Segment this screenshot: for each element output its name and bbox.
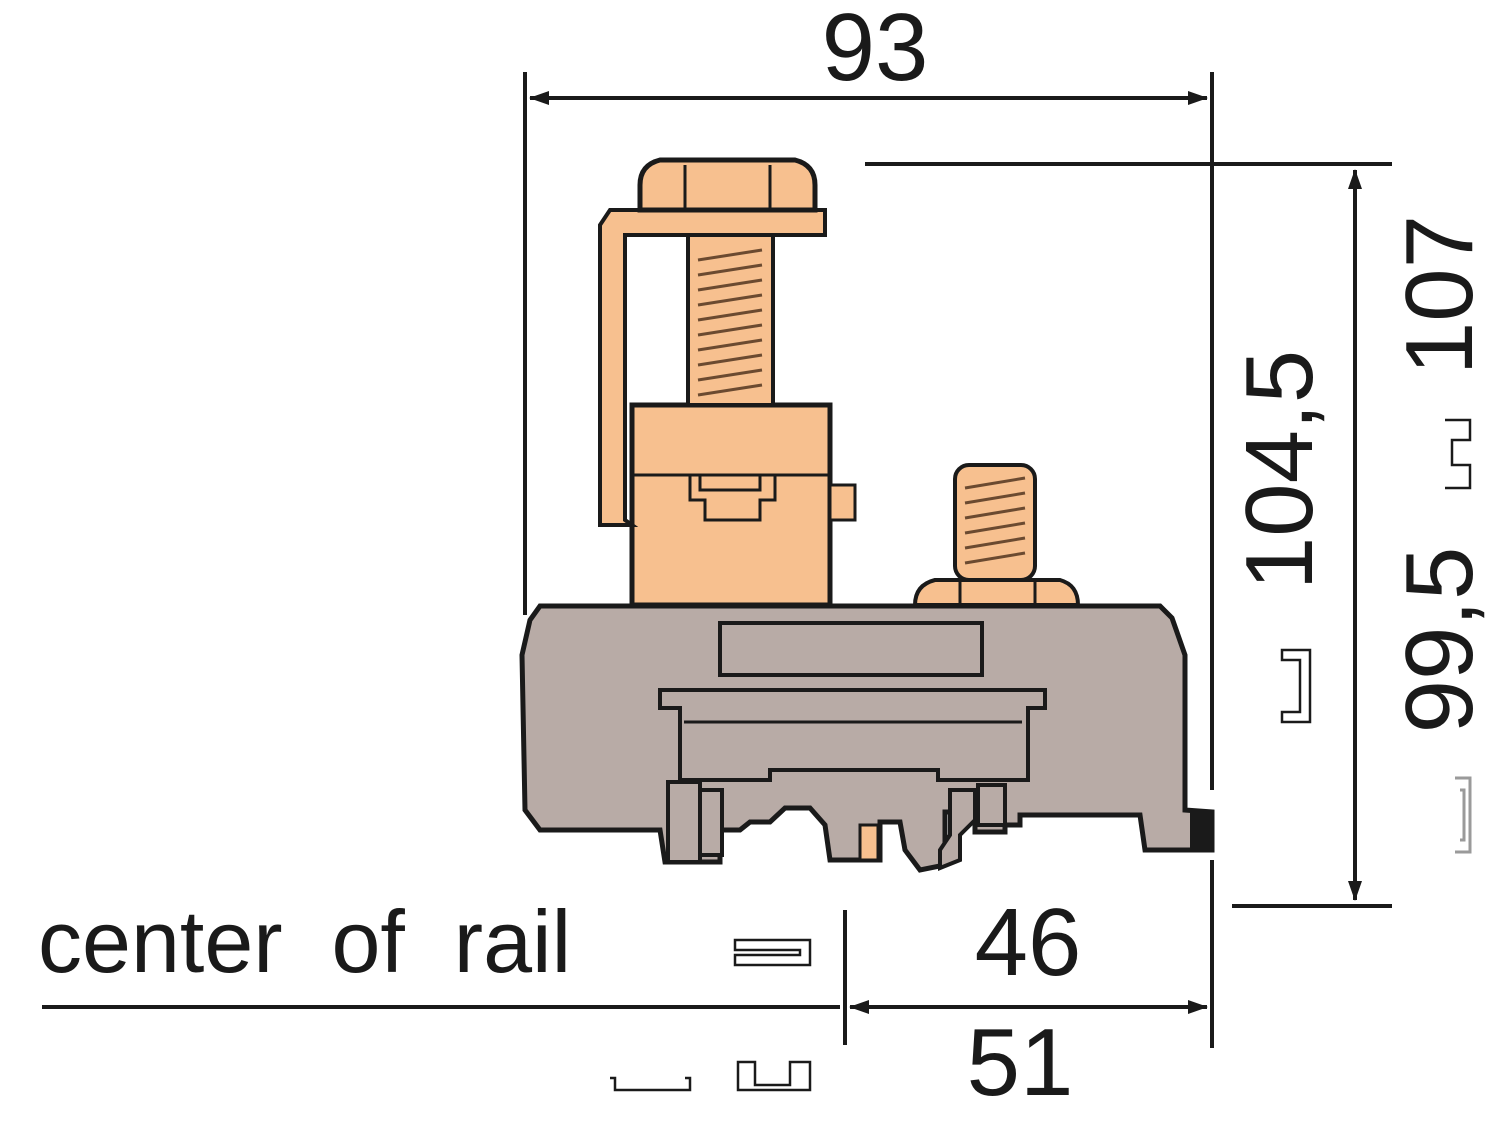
clamp-bracket (598, 208, 827, 527)
center-of-rail: center of rail (38, 892, 812, 1092)
dimension-107: 107 99,5 (865, 162, 1493, 908)
rail-profile-symbol-bottom-right (736, 1060, 812, 1092)
label-slot (718, 621, 984, 677)
dimension-51-label: 51 (967, 1009, 1074, 1116)
rail-profile-symbol-99-5 (1455, 776, 1472, 854)
dimension-99-5-label: 99,5 (1386, 547, 1493, 734)
rail-profile-symbol-bottom-left (610, 1076, 692, 1092)
small-stud-nut (912, 578, 1081, 607)
rail-profile-symbol-104-5 (1280, 648, 1312, 724)
rail-profile-symbol-top (733, 938, 812, 967)
rail-clip (658, 688, 1047, 782)
rail-profile-symbol-107 (1445, 418, 1472, 490)
center-of-rail-label: center of rail (38, 892, 571, 991)
dimension-93: 93 (523, 0, 1214, 790)
main-screw-head (637, 157, 818, 213)
dimension-107-label: 107 (1386, 215, 1493, 375)
dimension-46-51: 46 51 (42, 860, 1214, 1116)
dimension-46-label: 46 (975, 889, 1082, 996)
dimension-104-5-label: 104,5 (1226, 350, 1333, 590)
dimension-104-5: 104,5 (1226, 350, 1333, 590)
terminal-block (519, 157, 1215, 873)
dimension-93-label: 93 (822, 0, 929, 101)
